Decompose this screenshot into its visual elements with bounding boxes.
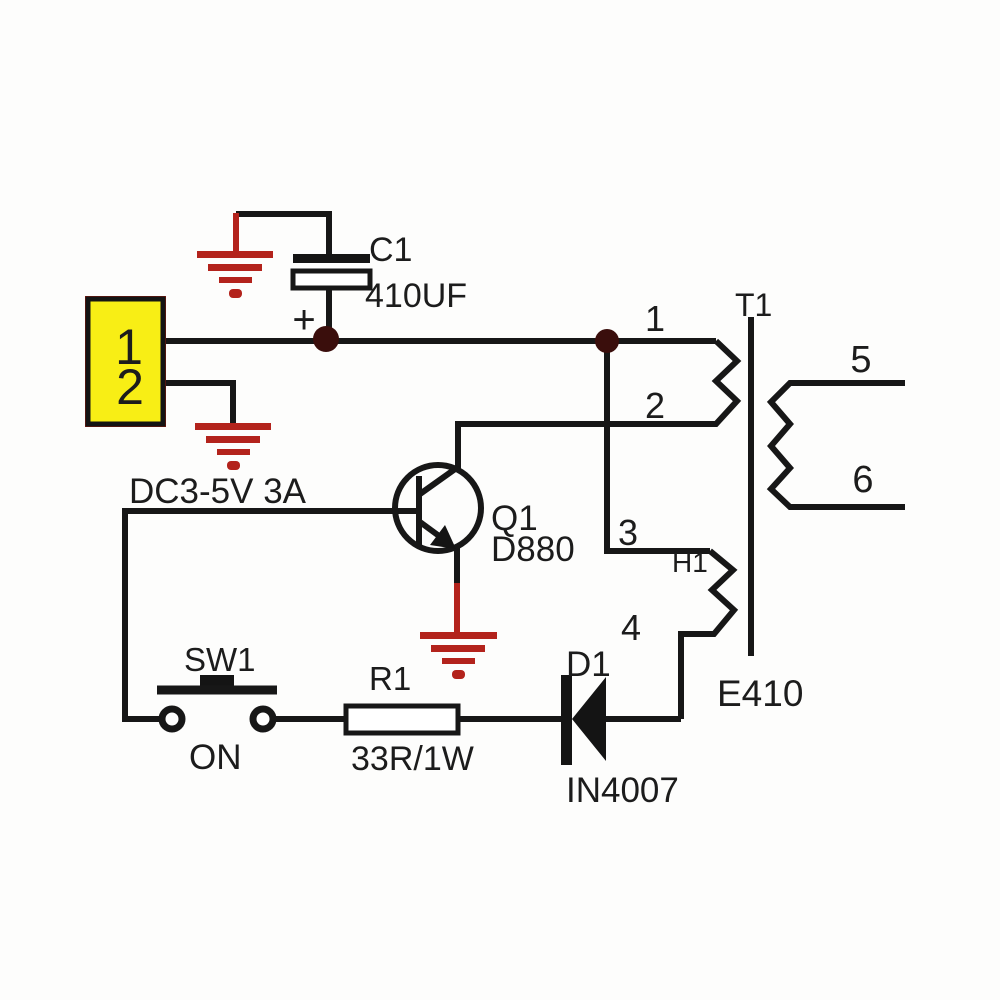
label-c1-value: 410UF	[365, 277, 467, 315]
label-t1-pin2: 2	[645, 385, 665, 426]
label-q1-part: D880	[491, 530, 575, 569]
label-cap-polarity: +	[292, 298, 315, 342]
transformer-winding-3-4	[678, 548, 739, 719]
cap-bottom-plate	[290, 268, 373, 291]
label-t1-ref: T1	[735, 287, 772, 323]
label-power-input: DC3-5V 3A	[129, 472, 307, 511]
junction-dot	[313, 326, 339, 352]
switch-contact	[158, 705, 186, 733]
cap-ground-wire	[236, 211, 332, 255]
label-c1-ref: C1	[369, 231, 412, 269]
transformer-winding-1-2	[418, 338, 742, 497]
capacitor-c1	[290, 254, 373, 291]
connector-pin1-label: 1	[115, 319, 143, 375]
label-q1-ref: Q1	[491, 499, 538, 538]
connector-pin2-label: 2	[116, 359, 144, 415]
junction-dot	[595, 329, 619, 353]
ground-symbol	[197, 251, 273, 298]
ground-symbol	[195, 423, 271, 470]
label-t1-pin6: 6	[852, 459, 873, 501]
label-sw1-state: ON	[189, 738, 242, 777]
transistor-circle	[392, 462, 484, 554]
diode-triangle	[572, 677, 606, 761]
label-r1-value: 33R/1W	[351, 740, 474, 778]
ground-symbol	[420, 632, 497, 679]
label-r1-ref: R1	[369, 660, 411, 697]
transformer-winding-5-6	[766, 380, 905, 510]
input-connector: 1 2	[85, 296, 166, 427]
rail-to-pin3-wire	[604, 341, 710, 554]
switch-contact	[249, 705, 277, 733]
connector-pin2-wire	[163, 380, 236, 424]
diode-d1	[561, 675, 606, 765]
label-t1-pin1: 1	[645, 298, 665, 339]
label-t1-pin5: 5	[850, 339, 871, 381]
label-d1-ref: D1	[566, 645, 611, 684]
switch-sw1	[157, 675, 277, 733]
base-and-switch-wire	[122, 508, 418, 722]
label-sw1-ref: SW1	[184, 641, 256, 678]
transistor-emitter-arrow	[430, 525, 456, 549]
resistor-r1-body	[343, 703, 461, 736]
label-t1-aux: H1	[672, 547, 708, 578]
cap-top-plate	[293, 254, 370, 263]
label-t1-pin4: 4	[621, 607, 641, 648]
label-t1-core: E410	[717, 673, 803, 714]
connector-body	[85, 296, 166, 427]
transistor-q1	[392, 462, 484, 554]
diode-cathode-bar	[561, 675, 572, 765]
label-t1-pin3: 3	[618, 512, 638, 553]
label-d1-part: IN4007	[566, 771, 679, 810]
